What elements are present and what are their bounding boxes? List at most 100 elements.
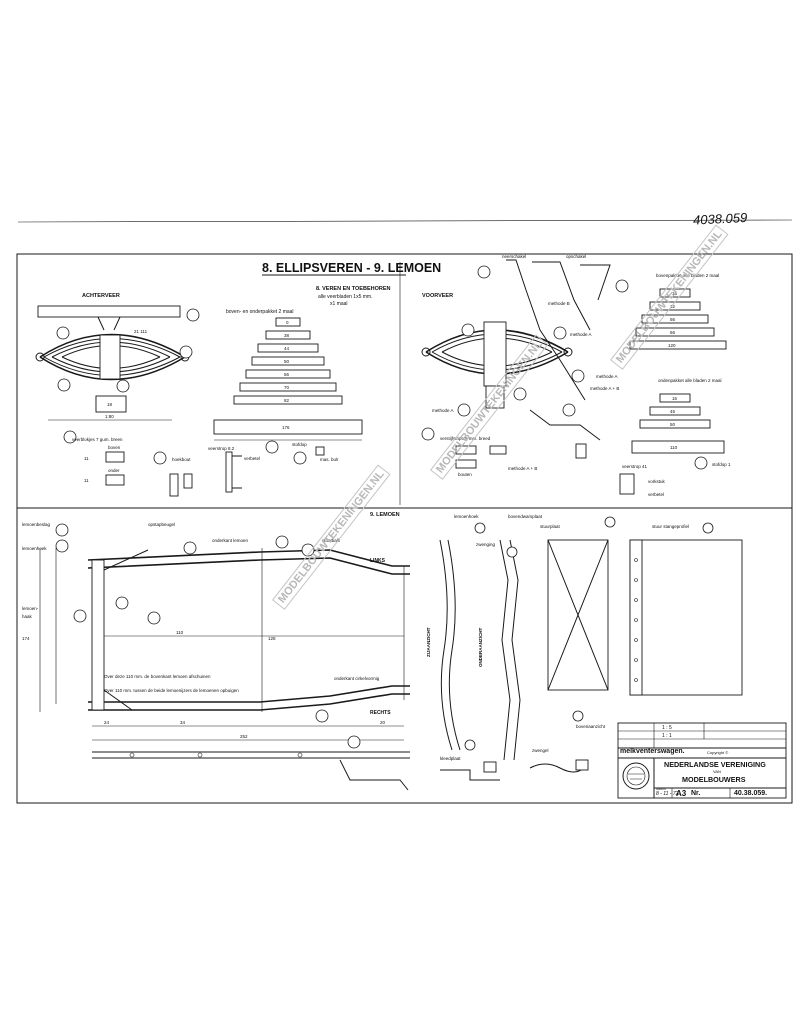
dim-20: 20 [380, 720, 386, 725]
right-mid-label: ondenpakket alle bladen 2 maal [658, 378, 722, 383]
onder-label: onder [108, 468, 120, 473]
copyright-label: Copyright © [707, 750, 729, 755]
stofdop-label: stofdop [292, 442, 307, 447]
right-stack-7: 50 [670, 422, 676, 427]
left-stack-1: 38 [284, 333, 290, 338]
bouten-label: bouten [458, 472, 472, 477]
association-line-1: NEDERLANDSE VERENIGING [664, 760, 766, 769]
bottom-small-parts: kleedplaat zwengel bovenaanzicht [440, 710, 606, 781]
lemoenhoek-label: lemoenhoek [454, 514, 479, 519]
boven-onder-label: boven- en onderpakket 2 maal [226, 309, 294, 315]
bovendwarsplaat-label: bovendwarsplaat [508, 514, 543, 519]
sheet-size: A3 [676, 789, 687, 798]
note-2: Over 110 mm. tussen de beide lemoenijzer… [104, 688, 239, 693]
svg-text:opschakel: opschakel [566, 254, 586, 259]
methode-a-label-2: methode A [432, 408, 454, 413]
svg-text:stofdop 1: stofdop 1 [712, 462, 731, 467]
note-1: Over deze 110 mm. de bovenkant lemoen af… [104, 674, 211, 679]
left-stack-7: 176 [282, 425, 290, 430]
left-stack-6: 82 [284, 398, 290, 403]
boven-label: boven [108, 445, 121, 450]
dim-128: 128 [268, 636, 276, 641]
small-parts-right: verstijfstrips 5 mm. breed bouten veerst… [440, 436, 731, 497]
svg-text:neerschakel: neerschakel [502, 254, 526, 259]
bovenaanzicht-label: bovenaanzicht [576, 724, 606, 729]
voorveer-label: VOORVEER [422, 293, 453, 299]
dim-34: 34 [180, 720, 186, 725]
methode-b-label: methode B [548, 301, 570, 306]
veerstrop2-label: veerstrop 41 [622, 464, 648, 469]
right-stack-1: 32 [670, 304, 676, 309]
handwritten-number: 4038.059 [693, 210, 748, 228]
zwenging-label: zwenging [476, 542, 496, 547]
side-views: ZIJAANZICHT ONDERAANZICHT zwenging lemoe… [426, 514, 543, 761]
stootbalk-label: stootbalk [322, 538, 341, 543]
date-label: datum [656, 787, 666, 791]
voorveer-drawing: VOORVEER neerschakel opschakel methode B… [421, 254, 619, 471]
right-stack-3: 66 [670, 330, 676, 335]
kleedplaat-label: kleedplaat [440, 756, 461, 761]
hoekbout-label: hoekbout [172, 457, 191, 462]
veerblokje-label: veerblokjes 7 gum. breen [72, 437, 123, 442]
date-value: 8 - 11 - 72 [656, 791, 679, 797]
svg-text:lemoen-: lemoen- [22, 606, 39, 611]
callouts-right-top [421, 265, 708, 470]
right-stack-5: 16 [672, 396, 678, 401]
left-stack-4: 56 [284, 372, 290, 377]
title-block [617, 722, 787, 799]
veerstrop-label: veerstrop 8.2 [208, 446, 235, 451]
svg-text:methode A: methode A [596, 374, 618, 379]
sheet-frame [16, 219, 793, 804]
onderkant-label: onderkant lemoen [212, 538, 249, 543]
springs-note-2: x1 maal [330, 301, 348, 307]
right-stack-6: 45 [670, 409, 676, 414]
zijaanzicht-label: ZIJAANZICHT [426, 627, 431, 657]
drawing-number: 40.38.059. [734, 790, 768, 797]
svg-text:haak: haak [22, 614, 33, 619]
methode-ab-label: methode A + B [590, 386, 619, 391]
svg-text:1:80: 1:80 [105, 414, 114, 419]
methode-a-label: methode A [570, 332, 592, 337]
callouts-frame [55, 523, 361, 749]
left-stack-3: 50 [284, 359, 290, 364]
association-van: VAN [713, 769, 721, 774]
dim-110: 110 [176, 630, 184, 635]
right-top-label: bovenpakket alle bladen 2 maal [656, 273, 719, 278]
vorkstuk-label: vorkstuk [648, 479, 666, 484]
page-title: 8. ELLIPSVEREN - 9. LEMOEN [262, 261, 441, 275]
verbetel-label: verbetel [244, 456, 260, 461]
svg-text:18: 18 [107, 402, 113, 407]
right-stack-8: 110 [670, 445, 678, 450]
left-stack-0: 0 [286, 320, 289, 325]
svg-text:methode A + B: methode A + B [508, 466, 537, 471]
right-leaf-stack: bovenpakket alle bladen 2 maal ondenpakk… [629, 273, 727, 454]
small-parts-left: veerblokjes 7 gum. breen boven onder 11 … [72, 437, 339, 497]
verstijfstrips-label: verstijfstrips 5 mm. breed [440, 436, 491, 441]
zwengel-label: zwengel [532, 748, 549, 753]
cirkel-note: onderkant cirkelvormig [334, 676, 380, 681]
onderaanzicht-label: ONDERAANZICHT [478, 628, 483, 667]
title-row-1-b: 1 : 1 [662, 733, 672, 739]
callouts-left-top [56, 308, 200, 444]
title-row-1-a: 1 : 5 [662, 725, 672, 731]
stuur-note: stuur stangeprofiel [652, 524, 689, 529]
achterveer-label: ACHTERVEER [82, 293, 120, 299]
svg-text:lemoenbeslag: lemoenbeslag [22, 522, 51, 527]
vehicle-name: melkventerswagen. [620, 748, 685, 755]
dim-174: 174 [22, 636, 30, 641]
number-label: Nr. [691, 790, 701, 797]
achterveer-drawing: ACHTERVEER 18 1:80 21 111 [35, 293, 190, 421]
right-stack-4: 120 [668, 343, 676, 348]
verbetel-right: verbetel [648, 492, 664, 497]
svg-text:21 111: 21 111 [134, 329, 148, 334]
svg-text:11: 11 [84, 478, 89, 483]
association-line-2: MODELBOUWERS [682, 775, 746, 784]
left-stack-2: 44 [284, 346, 290, 351]
stuurplaat-label: stuurplaat [540, 524, 561, 529]
springs-note-1: alle veerbladen 1x5 mm. [318, 294, 372, 300]
right-stack-0: 16 [672, 291, 678, 296]
left-stack-5: 70 [284, 385, 290, 390]
stofdop-note: mas. bulr [320, 457, 339, 462]
lemoen-section-label: 9. LEMOEN [370, 512, 400, 518]
